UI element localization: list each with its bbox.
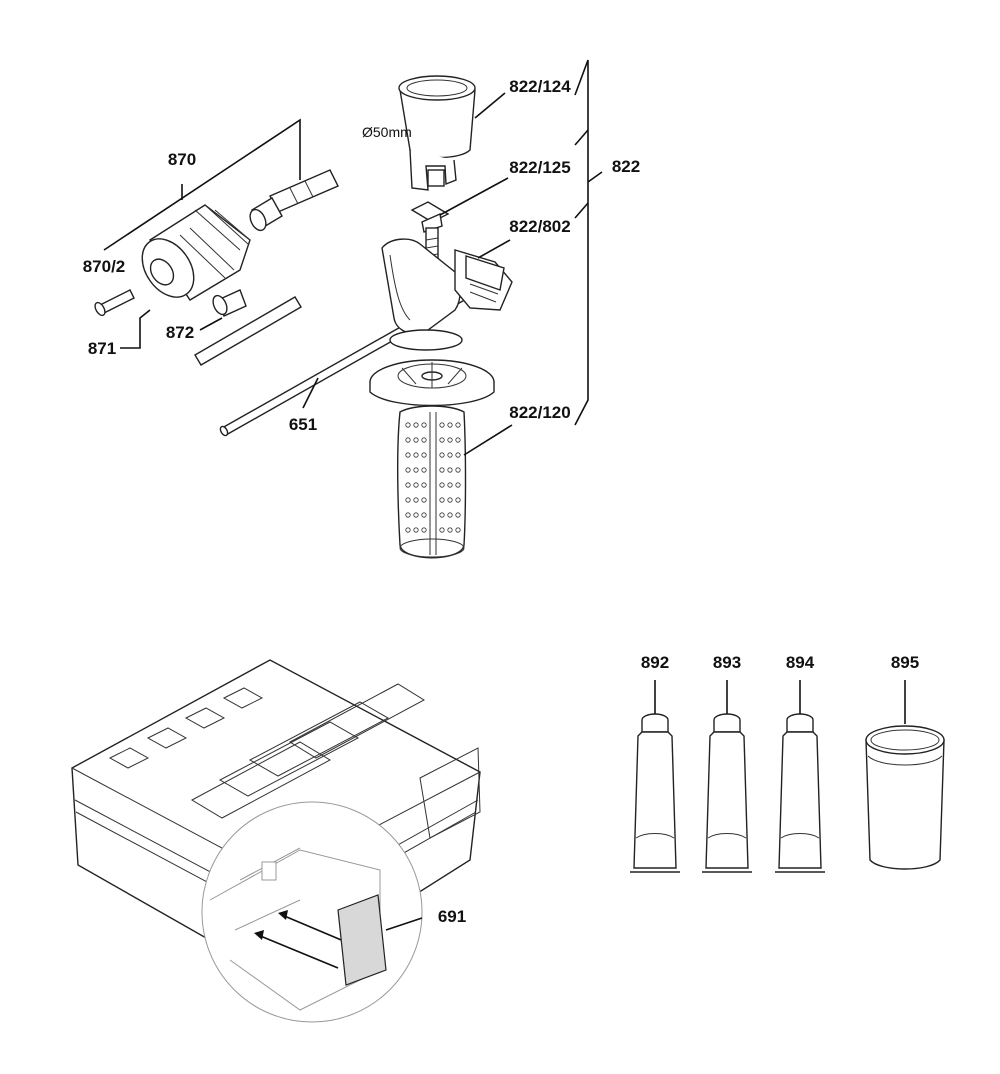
bracket-822: [574, 59, 589, 426]
label-691: 691: [438, 907, 466, 926]
tube-892: 892: [630, 653, 680, 873]
tube-894: 894: [775, 653, 825, 873]
label-894: 894: [786, 653, 815, 672]
label-651: 651: [289, 415, 317, 434]
tube-893: 893: [702, 653, 752, 873]
leader-822-124: [474, 92, 506, 119]
leader-822-120: [463, 424, 513, 456]
handle-mount: [381, 238, 513, 351]
leader-822: [587, 171, 603, 183]
label-871: 871: [88, 339, 116, 358]
sds-adapter: [249, 169, 339, 232]
label-893: 893: [713, 653, 741, 672]
grip-handle: [369, 359, 495, 559]
leader-872: [199, 317, 223, 331]
leader-691: [385, 917, 423, 931]
screw-870-2: [94, 289, 135, 317]
label-870-2: 870/2: [83, 257, 126, 276]
chuck-group: 870 870/2 872: [83, 118, 339, 366]
label-870: 870: [168, 150, 196, 169]
magnifier-callout: [201, 801, 423, 1023]
label-822: 822: [612, 157, 640, 176]
label-822-125: 822/125: [509, 158, 570, 177]
label-892: 892: [641, 653, 669, 672]
bracket-870: [103, 118, 301, 251]
chuck-key: [194, 289, 302, 366]
label-diameter-50mm: Ø50mm: [362, 124, 412, 140]
label-822-120: 822/120: [509, 403, 570, 422]
grease-container-895: 895: [865, 653, 945, 870]
bracket-871: [120, 309, 151, 349]
label-872: 872: [166, 323, 194, 342]
leader-651: [302, 377, 319, 409]
label-895: 895: [891, 653, 919, 672]
grip-texture: [405, 422, 461, 533]
clamp-band: [398, 75, 476, 191]
label-plate: [337, 894, 387, 986]
drill-chuck: [141, 204, 251, 301]
leader-822-802: [477, 239, 511, 259]
label-822-124: 822/124: [509, 77, 571, 96]
label-822-802: 822/802: [509, 217, 570, 236]
aux-handle-group: Ø50mm 822/124 822/125 822/802: [362, 59, 640, 559]
leader-822-125: [439, 177, 509, 216]
